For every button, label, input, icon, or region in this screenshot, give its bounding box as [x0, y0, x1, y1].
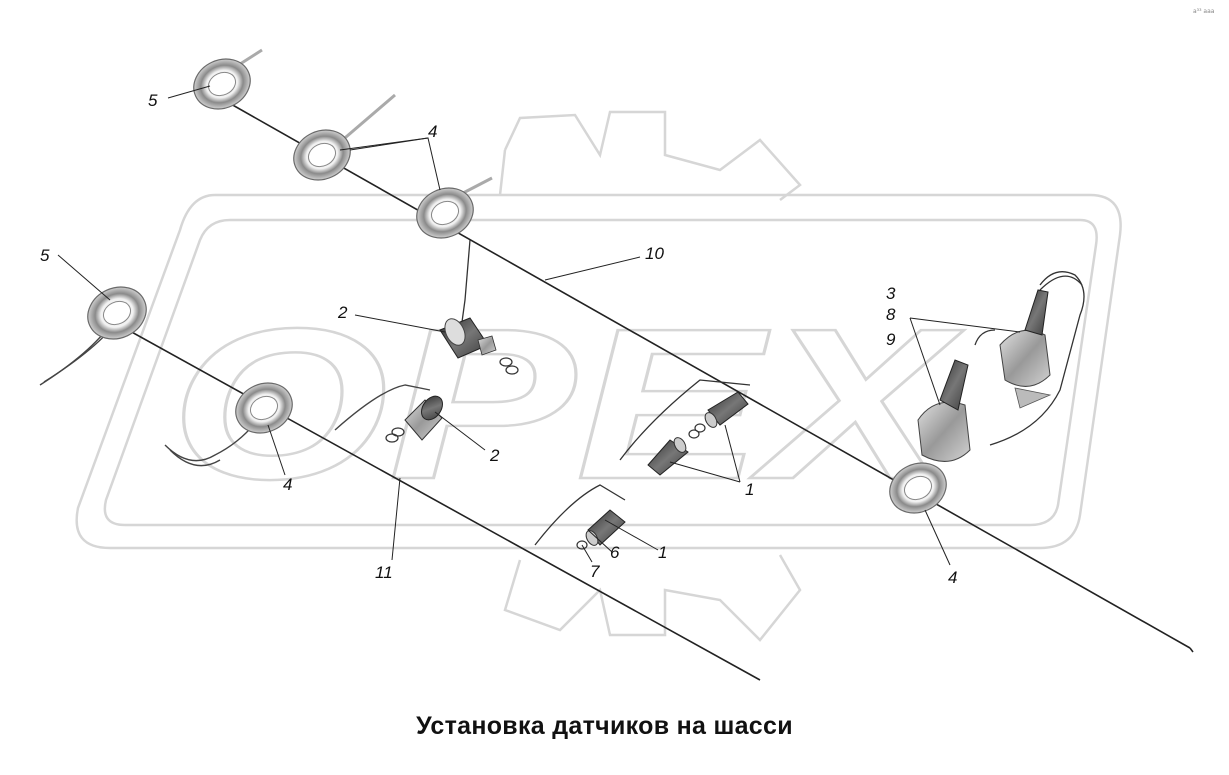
watermark-badge-inner — [103, 218, 1098, 527]
callout-3: 3 — [886, 284, 896, 303]
sensor-assembly-3-8-9 — [917, 289, 1052, 462]
callout-11: 11 — [375, 563, 393, 582]
callout-8: 8 — [886, 305, 896, 324]
callout-6: 6 — [610, 543, 620, 562]
watermark-badge-outline — [75, 193, 1122, 550]
watermark-text: OPEX — [170, 283, 965, 524]
sensor-2-upper — [439, 317, 519, 375]
callout-labels: 5 4 10 5 2 3 8 9 2 4 1 6 1 11 7 4 — [40, 91, 957, 587]
callout-7: 7 — [590, 562, 600, 581]
cable-11 — [109, 319, 761, 681]
washer-4-top-a — [293, 129, 351, 181]
callout-2-lower: 2 — [489, 446, 500, 465]
callout-5-left: 5 — [40, 246, 50, 265]
corner-mark: a³³ aaa — [1193, 8, 1215, 15]
washer-5-left — [87, 286, 147, 340]
callout-5-top: 5 — [148, 91, 158, 110]
diagram-caption: Установка датчиков на шасси — [416, 712, 793, 740]
callout-2-upper: 2 — [337, 303, 348, 322]
watermark-gear-outline — [498, 110, 802, 642]
leader-lines — [57, 85, 1021, 566]
sensor-1-middle — [647, 437, 689, 476]
sensor-1-upper — [688, 391, 749, 439]
tube-stubs — [214, 48, 493, 207]
callout-9: 9 — [886, 330, 896, 349]
opex-watermark: OPEX — [75, 110, 1122, 642]
washer-4-left — [235, 382, 293, 434]
washer-5-top — [193, 58, 251, 110]
callout-1-upper: 1 — [745, 480, 754, 499]
washer-4-top-b — [416, 187, 474, 239]
callout-4-top: 4 — [428, 122, 437, 141]
cable-10 — [214, 94, 1194, 653]
sensor-leads — [461, 239, 1085, 546]
callout-10: 10 — [645, 244, 664, 263]
washer-4-right — [889, 462, 947, 514]
callout-4-right: 4 — [948, 568, 957, 587]
sensor-1-lower — [576, 509, 626, 550]
callout-1-lower: 1 — [658, 543, 667, 562]
callout-4-left: 4 — [283, 475, 292, 494]
